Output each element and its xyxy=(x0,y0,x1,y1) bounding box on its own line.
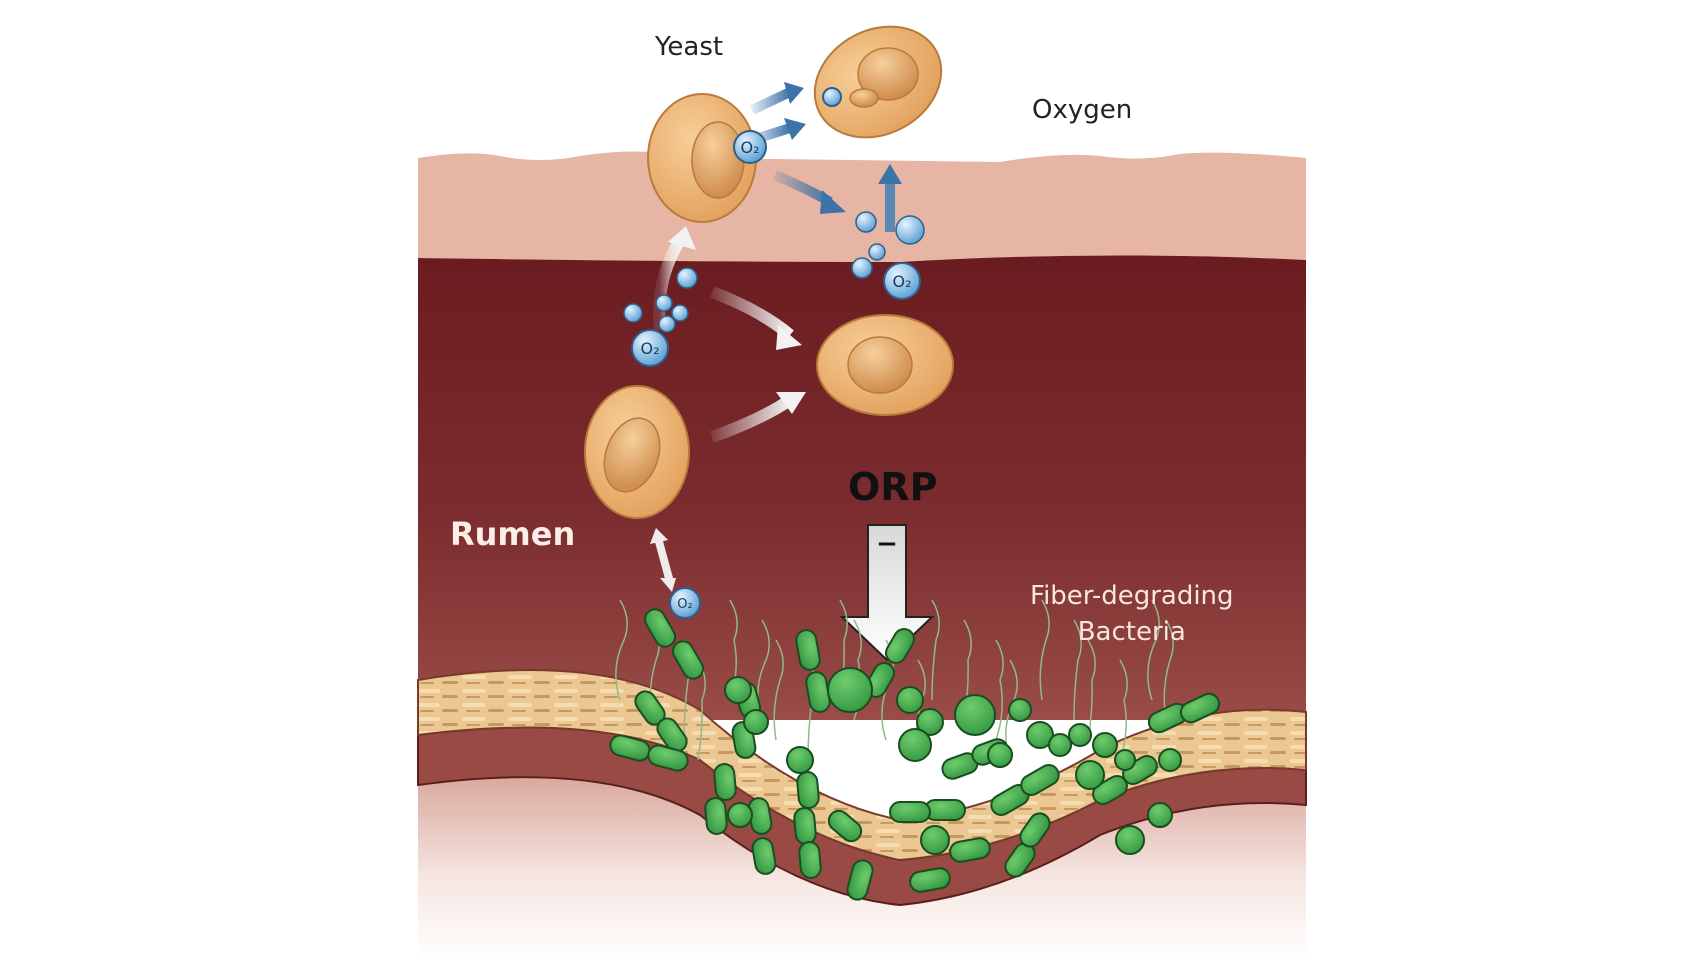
rod-bacterium xyxy=(647,744,689,772)
yeast-label: Yeast xyxy=(655,32,724,62)
o2-bubble xyxy=(895,215,925,245)
coccus-bacterium xyxy=(724,676,752,704)
orp-label: ORP xyxy=(848,465,938,509)
coccus-bacterium xyxy=(1114,749,1136,771)
o2-bubble: O₂ xyxy=(631,329,669,367)
lower-tissue xyxy=(418,754,1306,960)
o2-bubble xyxy=(851,257,873,279)
coccus-bacterium xyxy=(1092,732,1118,758)
rod-bacterium xyxy=(827,809,863,843)
coccus-bacterium xyxy=(1008,698,1032,722)
rumen-lumen xyxy=(418,255,1306,721)
double-arrow xyxy=(654,536,674,584)
epithelium-layer xyxy=(418,151,1306,262)
fiber-label-line2: Bacteria xyxy=(1077,617,1186,647)
rod-bacterium xyxy=(795,629,821,671)
oxygen-bubbles: O₂ O₂ O₂ O₂ xyxy=(623,87,925,619)
flagellum xyxy=(615,599,628,701)
yeast-cell-top-right xyxy=(813,25,943,139)
o2-bubble xyxy=(655,294,673,312)
coccus-bacterium xyxy=(1026,721,1054,749)
rumen-label: Rumen xyxy=(450,515,576,553)
svg-text:−: − xyxy=(876,529,898,559)
rod-bacterium xyxy=(1020,764,1060,796)
svg-text:O₂: O₂ xyxy=(740,138,759,157)
rod-bacterium xyxy=(751,837,777,875)
o2-bubble xyxy=(868,243,886,261)
flagellum xyxy=(1119,659,1128,761)
coccus-bacterium xyxy=(920,825,950,855)
rod-bacterium xyxy=(793,807,817,845)
o2-bubble xyxy=(676,267,698,289)
svg-text:O₂: O₂ xyxy=(892,272,911,291)
flagellum xyxy=(1039,599,1050,701)
o2-bubble: O₂ xyxy=(733,130,767,164)
flagellum xyxy=(1087,639,1096,741)
rod-bacterium xyxy=(1019,812,1051,848)
rod-bacterium xyxy=(846,859,874,901)
rod-bacterium xyxy=(885,628,915,664)
fiber-label-line1: Fiber-degrading xyxy=(1030,581,1234,611)
coccus-bacterium xyxy=(827,667,873,713)
rod-bacterium xyxy=(672,640,704,680)
yeast-cell-lower-left xyxy=(584,385,690,519)
rod-bacterium xyxy=(713,763,737,801)
coccus-bacterium xyxy=(987,742,1013,768)
coccus-bacterium xyxy=(1147,802,1173,828)
svg-text:O₂: O₂ xyxy=(677,597,692,612)
o2-bubble xyxy=(855,211,877,233)
oxygen-label: Oxygen xyxy=(1032,95,1133,125)
arrow-to-mid-yeast-2 xyxy=(709,394,794,443)
rod-bacterium xyxy=(889,801,931,823)
rod-bacterium xyxy=(924,799,966,821)
coccus-bacterium xyxy=(896,686,924,714)
rod-bacterium xyxy=(1179,692,1221,724)
o2-bubble: O₂ xyxy=(883,262,921,300)
fiber-degrading-bacteria-label: Fiber-degrading Bacteria xyxy=(1030,578,1234,650)
coccus-bacterium xyxy=(1075,760,1105,790)
rod-bacterium xyxy=(704,797,728,835)
o2-bubble: O₂ xyxy=(669,587,701,619)
coccus-bacterium xyxy=(1115,825,1145,855)
coccus-bacterium xyxy=(743,709,769,735)
rod-bacterium xyxy=(656,717,688,753)
coccus-bacterium xyxy=(954,694,996,736)
coccus-bacterium xyxy=(1158,748,1182,772)
yeast-cell-top-left xyxy=(647,93,757,223)
flagellum xyxy=(1163,619,1174,721)
coccus-bacterium xyxy=(786,746,814,774)
rod-bacterium xyxy=(644,608,676,648)
flagellum xyxy=(1073,619,1082,721)
yeast-cells xyxy=(584,25,954,519)
o2-bubble xyxy=(822,87,842,107)
rod-bacterium xyxy=(796,771,820,809)
coccus-bacterium xyxy=(727,802,753,828)
flagellum xyxy=(931,599,940,701)
flagellum xyxy=(1147,599,1160,701)
bacteria-cluster xyxy=(609,599,1221,901)
coccus-bacterium xyxy=(1048,733,1072,757)
coccus-bacterium xyxy=(1068,723,1092,747)
blue-arrows xyxy=(749,82,902,232)
flagellum xyxy=(773,639,784,741)
rod-bacterium xyxy=(949,837,991,863)
rod-bacterium xyxy=(798,841,822,879)
svg-text:O₂: O₂ xyxy=(640,339,659,358)
yeast-cell-middle xyxy=(816,314,954,416)
o2-bubble xyxy=(671,304,689,322)
flagellum xyxy=(995,639,1004,741)
o2-bubble xyxy=(623,303,643,323)
white-arrows xyxy=(650,226,806,592)
rod-bacterium xyxy=(909,867,951,893)
o2-bubble xyxy=(658,315,676,333)
coccus-bacterium xyxy=(916,708,944,736)
coccus-bacterium xyxy=(898,728,932,762)
